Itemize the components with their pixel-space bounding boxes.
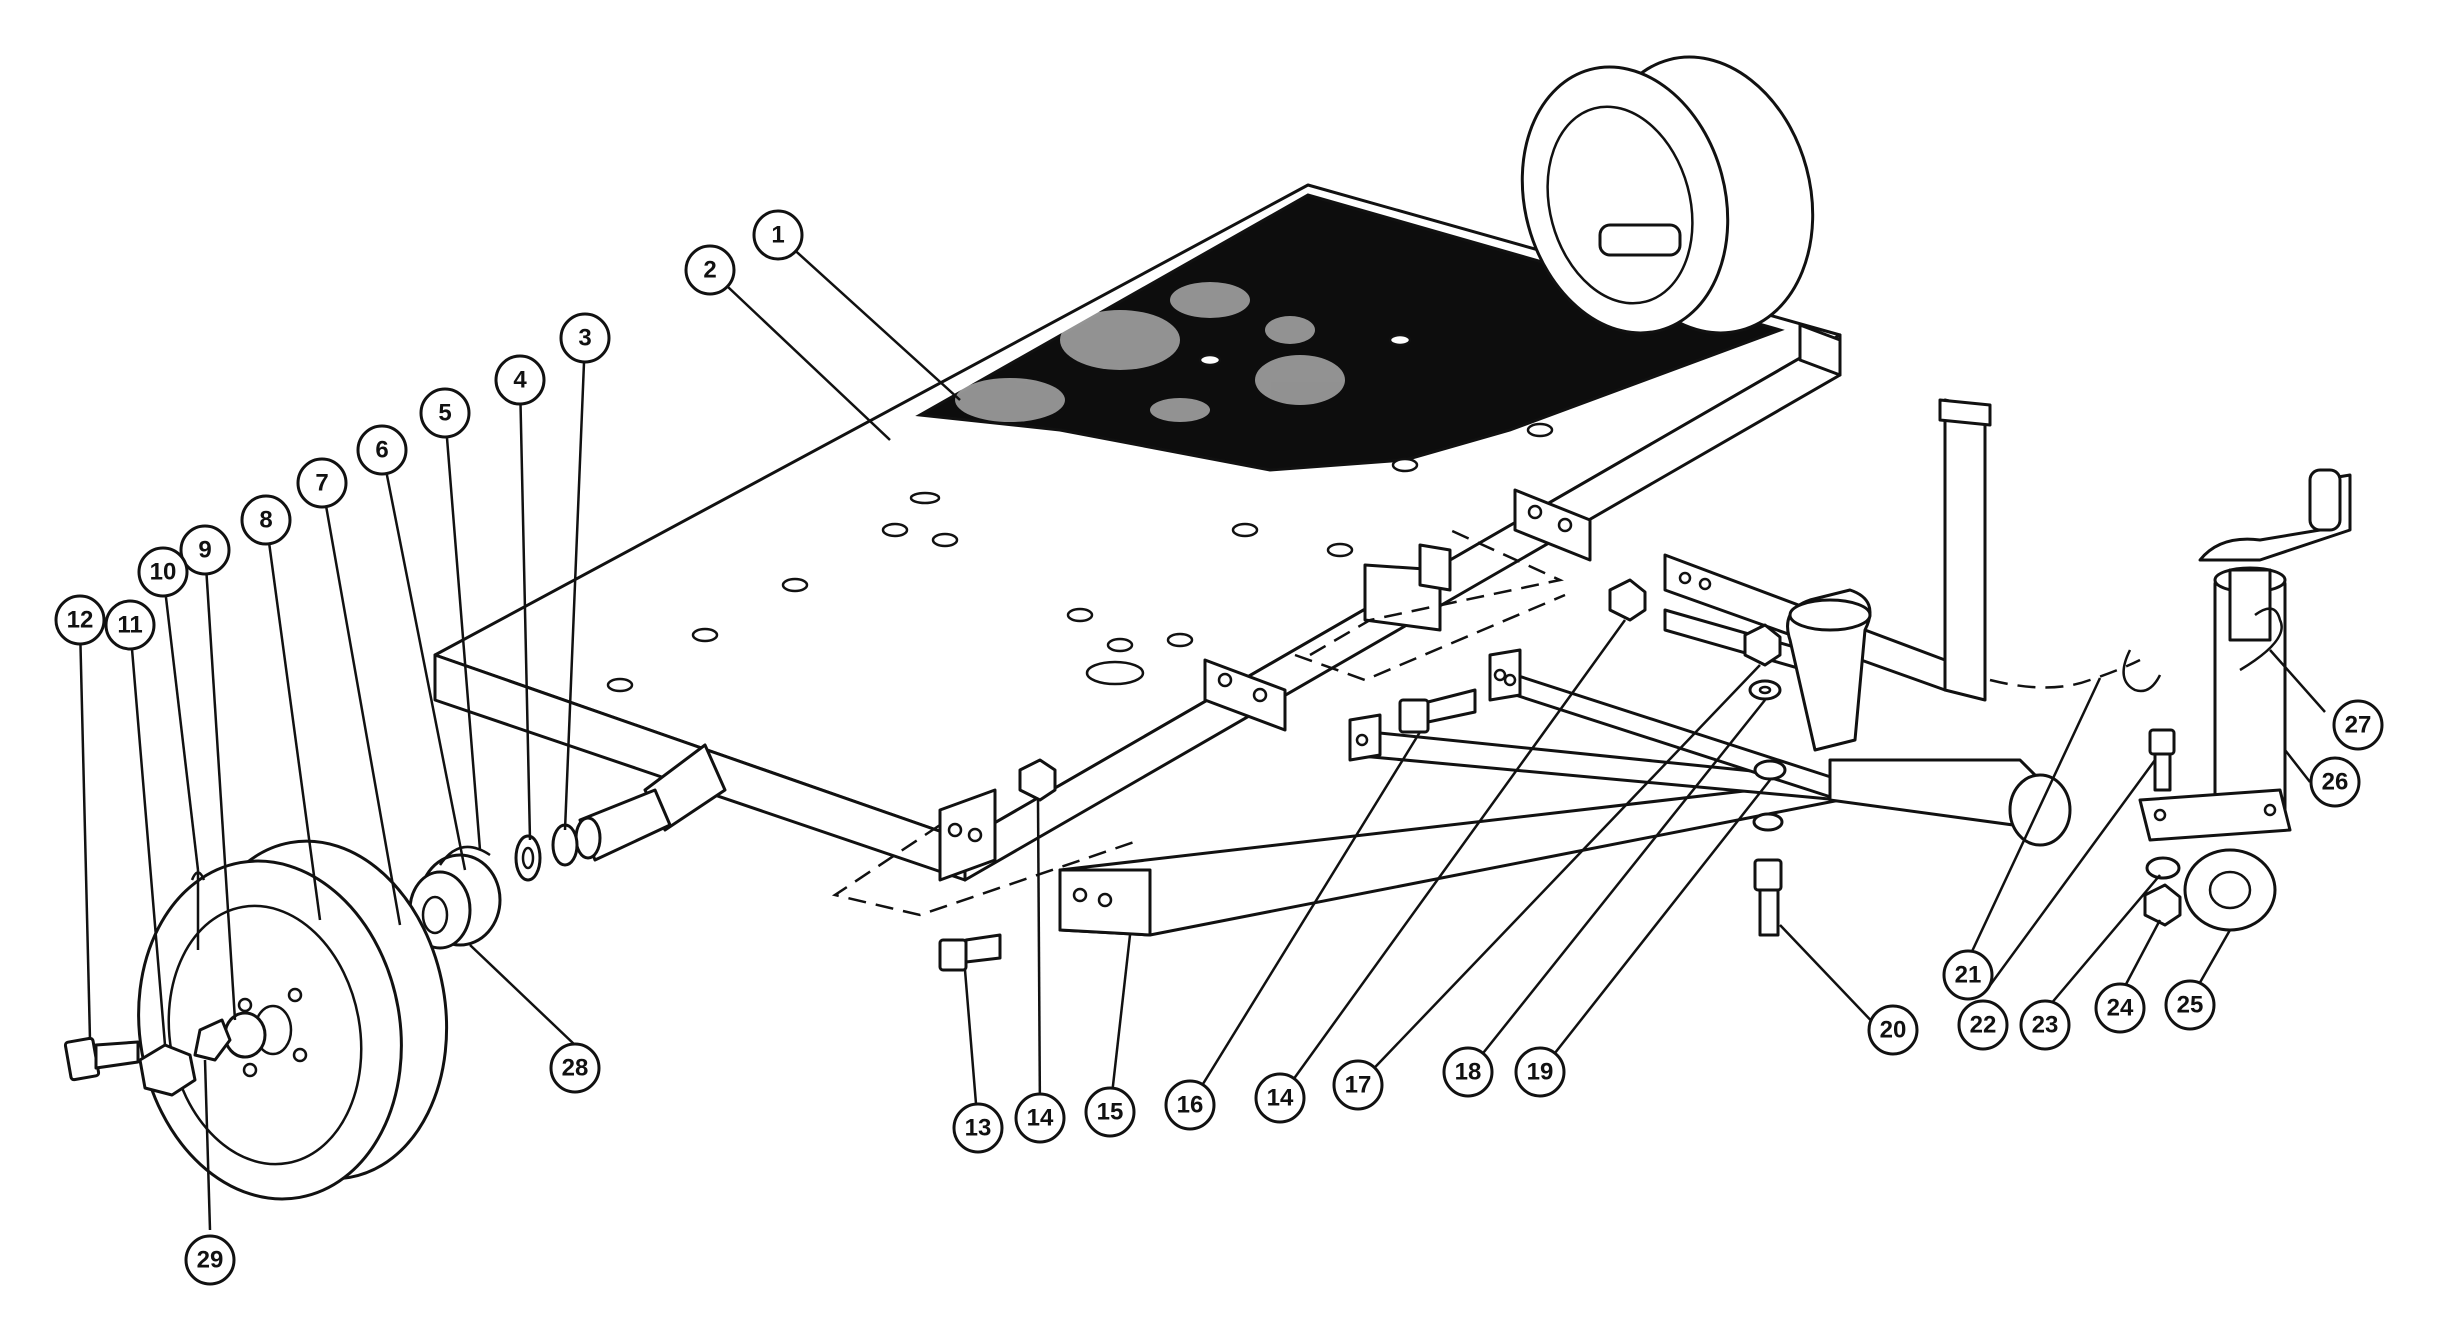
svg-text:20: 20 xyxy=(1880,1017,1907,1044)
callout-9: 9 xyxy=(179,524,231,576)
svg-text:15: 15 xyxy=(1097,1099,1124,1126)
svg-text:25: 25 xyxy=(2177,992,2204,1019)
callout-6: 6 xyxy=(356,424,408,476)
svg-text:10: 10 xyxy=(150,559,177,586)
callout-5: 5 xyxy=(419,387,471,439)
svg-text:9: 9 xyxy=(198,537,211,564)
svg-text:27: 27 xyxy=(2345,712,2372,739)
svg-text:1: 1 xyxy=(771,222,784,249)
callout-2: 2 xyxy=(684,244,736,296)
callout-26: 26 xyxy=(2309,756,2361,808)
svg-text:18: 18 xyxy=(1455,1059,1482,1086)
front-wheel xyxy=(63,839,449,1201)
callout-29: 29 xyxy=(184,1234,236,1286)
svg-text:3: 3 xyxy=(578,325,591,352)
callout-15: 15 xyxy=(1084,1086,1136,1138)
svg-text:5: 5 xyxy=(438,400,451,427)
svg-text:14: 14 xyxy=(1027,1105,1054,1132)
callout-18: 18 xyxy=(1442,1046,1494,1098)
svg-text:14: 14 xyxy=(1267,1085,1294,1112)
callout-12: 12 xyxy=(54,594,106,646)
svg-text:8: 8 xyxy=(259,507,272,534)
frame-brackets xyxy=(938,323,1842,882)
callout-28: 28 xyxy=(549,1042,601,1094)
svg-text:4: 4 xyxy=(513,367,527,394)
svg-text:26: 26 xyxy=(2322,769,2349,796)
svg-text:13: 13 xyxy=(965,1115,992,1142)
svg-text:21: 21 xyxy=(1955,962,1982,989)
svg-text:24: 24 xyxy=(2107,995,2134,1022)
callout-10: 10 xyxy=(137,546,189,598)
callout-22: 22 xyxy=(1957,999,2009,1051)
plate-texture xyxy=(955,282,1345,422)
svg-text:28: 28 xyxy=(562,1055,589,1082)
callouts: 1 2 3 4 5 6 7 8 9 10 11 12 13 14 15 16 1… xyxy=(54,209,2384,1286)
callout-4: 4 xyxy=(494,354,546,406)
callout-27: 27 xyxy=(2332,699,2384,751)
svg-text:6: 6 xyxy=(375,437,388,464)
callout-19: 19 xyxy=(1514,1046,1566,1098)
svg-text:29: 29 xyxy=(197,1247,224,1274)
callout-21: 21 xyxy=(1942,949,1994,1001)
svg-text:23: 23 xyxy=(2032,1012,2059,1039)
callout-23: 23 xyxy=(2019,999,2071,1051)
svg-text:7: 7 xyxy=(315,470,328,497)
floor-plate xyxy=(915,193,1785,472)
callout-7: 7 xyxy=(296,457,348,509)
callout-16: 16 xyxy=(1164,1079,1216,1131)
svg-text:12: 12 xyxy=(67,607,94,634)
axle-stub xyxy=(574,743,727,862)
svg-text:11: 11 xyxy=(117,612,142,639)
rear-wheel xyxy=(1520,55,1815,335)
callout-13: 13 xyxy=(952,1102,1004,1154)
callout-8: 8 xyxy=(240,494,292,546)
callout-20: 20 xyxy=(1867,1004,1919,1056)
svg-text:17: 17 xyxy=(1345,1072,1372,1099)
deck-holes xyxy=(606,333,1554,693)
callout-11: 11 xyxy=(104,599,156,651)
svg-text:22: 22 xyxy=(1970,1012,1997,1039)
leader-lines xyxy=(78,234,2326,1231)
svg-text:19: 19 xyxy=(1527,1059,1554,1086)
svg-text:2: 2 xyxy=(703,257,716,284)
callout-24: 24 xyxy=(2094,982,2146,1034)
svg-text:16: 16 xyxy=(1177,1092,1204,1119)
hardware xyxy=(938,578,2182,972)
callout-17: 17 xyxy=(1332,1059,1384,1111)
callout-3: 3 xyxy=(559,312,611,364)
callout-14b: 14 xyxy=(1254,1072,1306,1124)
callout-25: 25 xyxy=(2164,979,2216,1031)
callout-14a: 14 xyxy=(1014,1092,1066,1144)
callout-1: 1 xyxy=(752,209,804,261)
jack-stand xyxy=(2138,468,2352,932)
